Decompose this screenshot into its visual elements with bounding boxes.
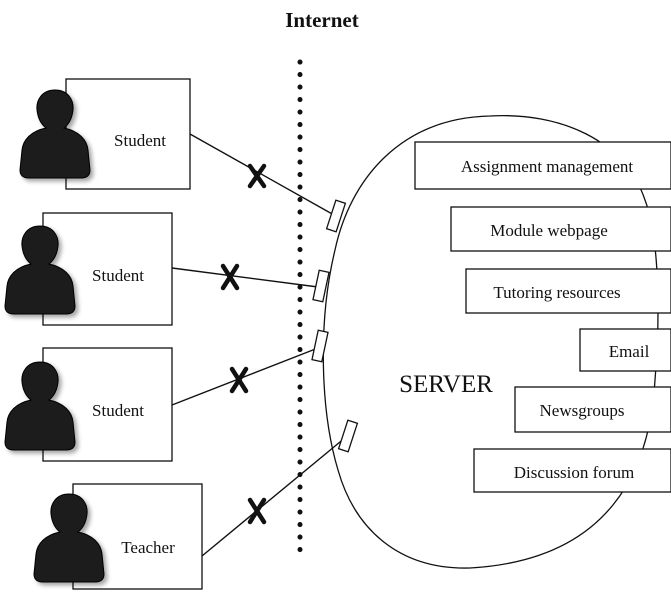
service-box-frame (465, 268, 671, 314)
service-label: Tutoring resources (493, 283, 620, 302)
client-node: Teacher (33, 483, 203, 590)
service-box: Module webpage (450, 206, 671, 252)
service-box-frame (514, 386, 671, 433)
client-label: Student (92, 266, 144, 285)
connection-line (171, 267, 319, 288)
server-port (337, 419, 359, 453)
connection-line (189, 133, 335, 216)
service-label: Discussion forum (514, 463, 634, 482)
client-node: Student (19, 78, 191, 190)
service-box-frame (450, 206, 671, 252)
x-mark-icon (247, 497, 267, 525)
client-label: Student (114, 131, 166, 150)
blocked-marks (220, 163, 267, 525)
service-label: Assignment management (461, 157, 634, 176)
client-label: Student (92, 401, 144, 420)
client-label: Teacher (121, 538, 175, 557)
service-box: Newsgroups (514, 386, 671, 433)
server-port (311, 329, 329, 363)
client-node: Student (4, 212, 173, 326)
service-box: Assignment management (414, 141, 671, 190)
x-mark-icon (229, 366, 249, 394)
service-label: Module webpage (490, 221, 608, 240)
service-box: Discussion forum (473, 448, 671, 493)
service-label: Newsgroups (540, 401, 625, 420)
server-label: SERVER (399, 371, 493, 398)
service-box-frame (414, 141, 671, 190)
diagram-title: Internet (285, 8, 358, 32)
connection-line (171, 347, 319, 406)
client-node: Student (4, 347, 173, 462)
server-ports (311, 199, 359, 453)
x-mark-icon (247, 163, 267, 189)
service-label: Email (609, 342, 650, 361)
service-box-frame (579, 328, 671, 372)
server-port (312, 269, 330, 303)
x-mark-icon (220, 263, 240, 291)
server-port (325, 199, 347, 233)
service-box: Tutoring resources (465, 268, 671, 314)
connection-lines (171, 133, 347, 557)
service-box: Email (579, 328, 671, 372)
connection-line (201, 436, 347, 557)
service-box-frame (473, 448, 671, 493)
